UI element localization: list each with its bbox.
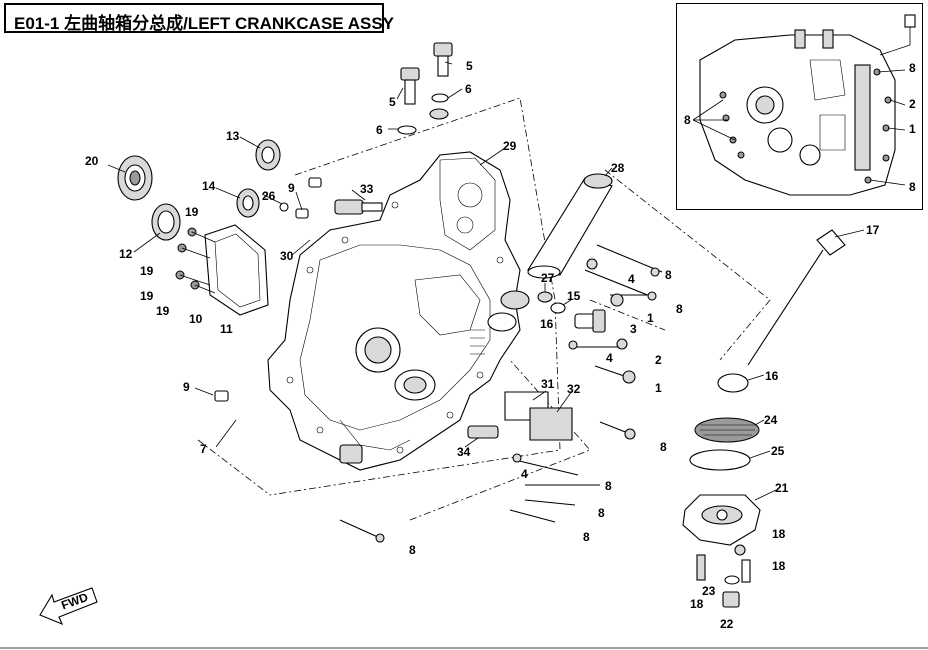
callout-17: 17: [866, 223, 880, 237]
tube-28: [527, 173, 613, 279]
callout-4: 4: [628, 272, 635, 286]
callout-3: 3: [630, 322, 637, 336]
callout-1: 1: [909, 122, 916, 136]
callout-24: 24: [764, 413, 778, 427]
bolts-right: [568, 244, 663, 440]
callout-8: 8: [660, 440, 667, 454]
callout-19: 19: [185, 205, 199, 219]
pin-33: [334, 199, 383, 215]
callout-30: 30: [280, 249, 294, 263]
callout-8: 8: [676, 302, 683, 316]
bearing-20: [117, 155, 153, 201]
callout-31: 31: [541, 377, 555, 391]
title-box: E01-1 左曲轴箱分总成/LEFT CRANKCASE ASSY: [4, 3, 394, 33]
callout-18: 18: [690, 597, 704, 611]
callout-18: 18: [772, 527, 786, 541]
sensor-3: [574, 309, 606, 333]
callout-11: 11: [220, 322, 233, 336]
left-crankcase-housing: [267, 151, 521, 471]
callout-4: 4: [521, 467, 528, 481]
callout-9: 9: [288, 181, 295, 195]
bearing-13: [255, 139, 281, 171]
inset-frame: [676, 3, 923, 210]
callout-8: 8: [598, 506, 605, 520]
callout-23: 23: [702, 584, 716, 598]
callout-8: 8: [909, 180, 916, 194]
callout-1: 1: [655, 381, 662, 395]
callout-18: 18: [772, 559, 786, 573]
callout-26: 26: [262, 189, 276, 203]
callout-8: 8: [909, 61, 916, 75]
plug-bolts-5: [400, 42, 453, 105]
callout-16: 16: [765, 369, 779, 383]
callout-2: 2: [909, 97, 916, 111]
callout-13: 13: [226, 129, 240, 143]
inset-crankcase-view: [699, 14, 916, 196]
bearing-12: [151, 203, 181, 241]
callout-2: 2: [655, 353, 662, 367]
callout-6: 6: [376, 123, 383, 137]
drain-parts-22-23: [696, 554, 751, 608]
cover-21: [682, 494, 761, 556]
callout-21: 21: [775, 481, 789, 495]
callout-8: 8: [409, 543, 416, 557]
plug-27: [537, 291, 553, 303]
callout-1: 1: [647, 311, 654, 325]
callout-32: 32: [567, 382, 581, 396]
dowel-9-upper: [308, 177, 322, 188]
dipstick-17: [717, 229, 846, 393]
plate-10-gasket-11: [204, 224, 269, 316]
callout-4: 4: [606, 351, 613, 365]
dowel-9-mid: [295, 208, 309, 219]
callout-25: 25: [771, 444, 785, 458]
callout-22: 22: [720, 617, 734, 631]
filter-24: [694, 417, 760, 443]
bearing-14: [236, 188, 260, 218]
ring-26: [279, 202, 289, 212]
callout-8: 8: [583, 530, 590, 544]
callout-8: 8: [605, 479, 612, 493]
pin-34: [467, 425, 499, 439]
callout-15: 15: [567, 289, 581, 303]
seal-15: [550, 302, 566, 314]
callout-27: 27: [541, 271, 555, 285]
callout-9: 9: [183, 380, 190, 394]
callout-28: 28: [611, 161, 625, 175]
callout-8: 8: [665, 268, 672, 282]
callout-19: 19: [140, 289, 154, 303]
callout-5: 5: [389, 95, 396, 109]
callout-29: 29: [503, 139, 517, 153]
bolts-lower: [339, 453, 600, 543]
callout-10: 10: [189, 312, 203, 326]
leader-lines: [107, 61, 906, 501]
bearing-shells-31-32: [504, 391, 573, 441]
seal-16: [487, 290, 530, 332]
callout-12: 12: [119, 247, 133, 261]
callout-6: 6: [465, 82, 472, 96]
bolts-19: [175, 227, 216, 294]
callout-7: 7: [200, 442, 207, 456]
callout-33: 33: [360, 182, 374, 196]
callout-14: 14: [202, 179, 216, 193]
callout-19: 19: [156, 304, 170, 318]
washers-6: [397, 93, 449, 135]
callout-20: 20: [85, 154, 99, 168]
fwd-arrow-icon: [39, 587, 98, 626]
callout-5: 5: [466, 59, 473, 73]
diagram-title: E01-1 左曲轴箱分总成/LEFT CRANKCASE ASSY: [14, 14, 395, 33]
assembly-dashed-lines: [197, 97, 771, 521]
callout-numbers: 1 1 1 2 2 3 4 4 4 5 5 6 6 7 8 8 8 8 8 8 …: [85, 59, 916, 631]
callout-34: 34: [457, 445, 471, 459]
callout-16: 16: [540, 317, 554, 331]
dowel-9-lower: [214, 390, 229, 402]
o-ring-25: [689, 449, 751, 471]
callout-8: 8: [684, 113, 691, 127]
callout-19: 19: [140, 264, 154, 278]
